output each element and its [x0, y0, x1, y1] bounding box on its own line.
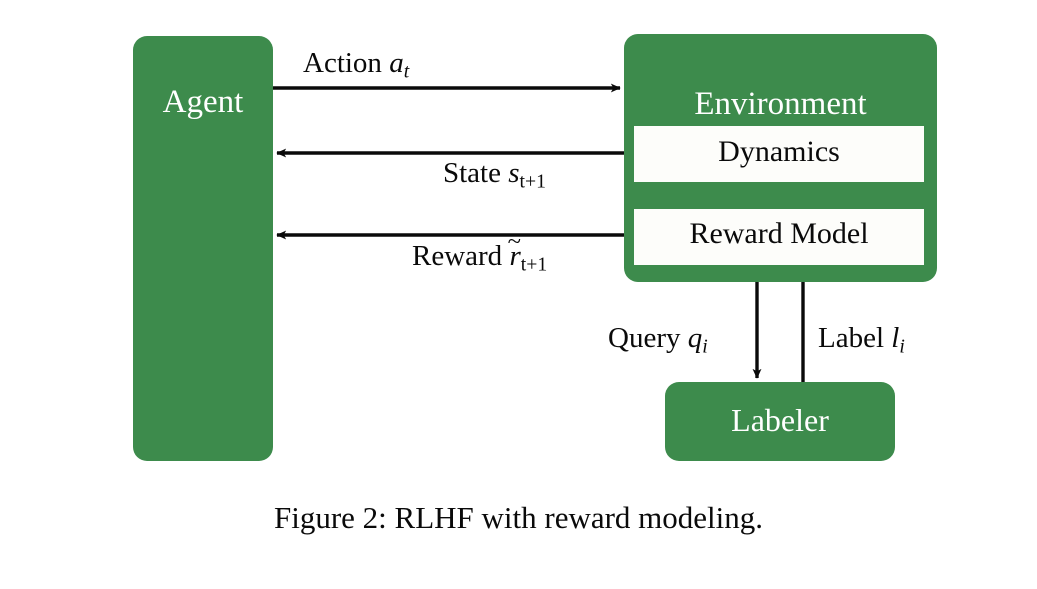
edge-label-reward-text: Reward: [412, 240, 503, 272]
edge-label-label-subscript: i: [899, 335, 905, 358]
edge-label-state-subscript: t+1: [519, 170, 546, 193]
reward-model-node[interactable]: Reward Model: [634, 209, 924, 265]
dynamics-node-label: Dynamics: [718, 135, 840, 168]
edge-label-state: State st+1: [443, 157, 546, 194]
edge-label-label-symbol: l: [891, 322, 900, 354]
edge-label-reward-subscript: t+1: [520, 253, 548, 276]
edge-label-action-text: Action: [303, 47, 382, 79]
edge-label-action-subscript: t: [403, 60, 410, 83]
edge-label-label-text: Label: [818, 322, 885, 354]
agent-node-label: Agent: [162, 84, 244, 120]
dynamics-node[interactable]: Dynamics: [634, 126, 924, 182]
labeler-node[interactable]: Labeler: [665, 382, 895, 461]
figure-caption: Figure 2: RLHF with reward modeling.: [273, 500, 764, 535]
edge-label-state-symbol: s: [508, 157, 520, 189]
edge-label-action-symbol: a: [389, 47, 404, 79]
agent-node[interactable]: Agent: [133, 36, 273, 461]
edge-label-reward-symbol: r: [509, 240, 521, 272]
edge-label-query-symbol: q: [687, 322, 703, 354]
edge-label-reward: Reward ~rt+1: [412, 228, 548, 277]
edge-label-query-text: Query: [608, 322, 681, 354]
edge-label-action: Action at: [303, 47, 409, 84]
edge-label-query-subscript: i: [702, 335, 708, 358]
tilde-accent-icon: ~: [507, 228, 521, 256]
edge-label-label: Label li: [818, 322, 905, 359]
reward-model-node-label: Reward Model: [689, 217, 869, 250]
edge-label-state-text: State: [443, 157, 501, 189]
edge-label-reward-symbol-group: ~r: [508, 228, 521, 273]
labeler-node-label: Labeler: [731, 402, 829, 438]
environment-node-label: Environment: [694, 86, 867, 122]
edge-label-query: Query qi: [608, 322, 708, 359]
